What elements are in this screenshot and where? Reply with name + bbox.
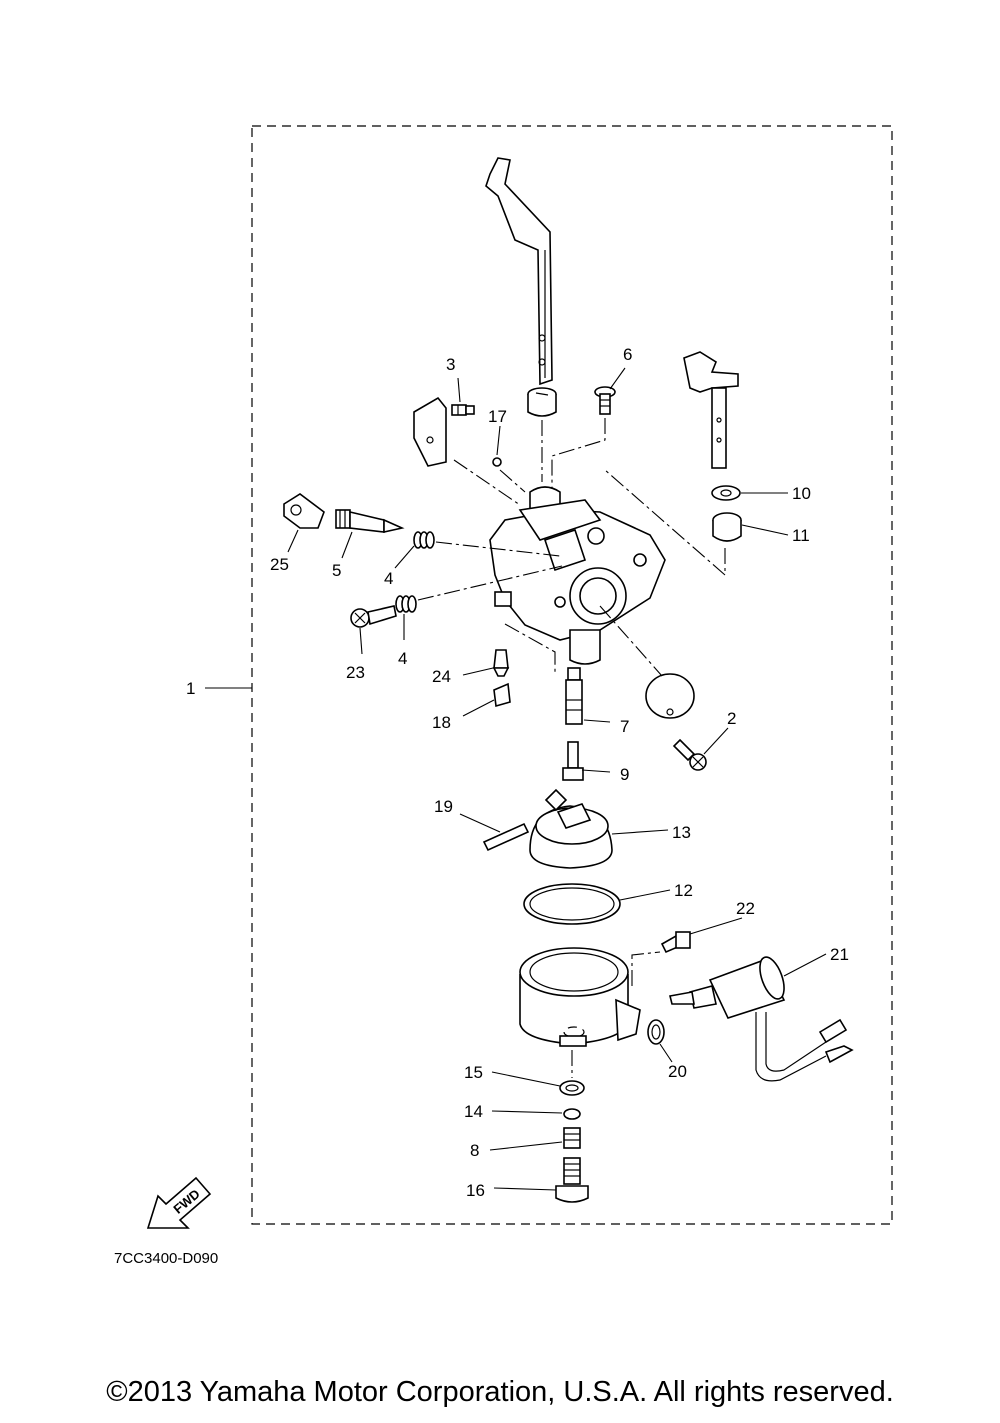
part-21-solenoid bbox=[669, 956, 854, 1082]
drawing-code: 7CC3400-D090 bbox=[114, 1250, 218, 1267]
callout-17: 17 bbox=[488, 407, 507, 426]
part-7-nozzle bbox=[565, 667, 583, 725]
part-2-throttle-plate bbox=[645, 673, 695, 719]
carburetor-body bbox=[489, 486, 666, 665]
part-20-washer bbox=[647, 1019, 665, 1045]
choke-lever bbox=[485, 157, 553, 386]
callout-4-upper: 4 bbox=[384, 569, 393, 588]
assembly-boundary bbox=[251, 125, 893, 1225]
part-10-washer bbox=[711, 485, 741, 501]
part-3-screw bbox=[451, 404, 475, 416]
part-24-jet bbox=[492, 649, 510, 677]
part-11-collar bbox=[712, 512, 742, 542]
callout-10: 10 bbox=[792, 484, 811, 503]
callout-22: 22 bbox=[736, 899, 755, 918]
part-4-spring-lower bbox=[395, 595, 417, 613]
part-8-jet bbox=[563, 1127, 581, 1149]
part-9-jet bbox=[562, 741, 584, 781]
callout-15: 15 bbox=[464, 1063, 483, 1082]
part-16-drain-bolt bbox=[555, 1157, 589, 1203]
part-2-screw bbox=[672, 738, 707, 771]
part-23-screw bbox=[350, 605, 397, 628]
callout-13: 13 bbox=[672, 823, 691, 842]
callout-4-lower: 4 bbox=[398, 649, 407, 668]
callout-23: 23 bbox=[346, 663, 365, 682]
callout-11: 11 bbox=[792, 526, 810, 545]
part-15-gasket bbox=[559, 1080, 585, 1096]
callout-25: 25 bbox=[270, 555, 289, 574]
part-25-cap bbox=[283, 493, 325, 529]
part-18-clip bbox=[493, 682, 511, 708]
callout-7: 7 bbox=[620, 717, 629, 736]
callout-19: 19 bbox=[434, 797, 453, 816]
callout-12: 12 bbox=[674, 881, 693, 900]
callout-18: 18 bbox=[432, 713, 451, 732]
callout-20: 20 bbox=[668, 1062, 687, 1081]
callout-24: 24 bbox=[432, 667, 451, 686]
choke-plug bbox=[527, 387, 557, 417]
callout-8: 8 bbox=[470, 1141, 479, 1160]
part-14-oring bbox=[563, 1108, 581, 1120]
copyright-notice: ©2013 Yamaha Motor Corporation, U.S.A. A… bbox=[106, 1376, 894, 1408]
callout-9: 9 bbox=[620, 765, 629, 784]
part-22-screw bbox=[660, 931, 691, 954]
fwd-arrow-icon: FWD bbox=[146, 1176, 212, 1229]
part-13-float bbox=[529, 788, 613, 869]
float-bowl bbox=[519, 947, 641, 1047]
callout-16: 16 bbox=[466, 1181, 485, 1200]
part-5-needle bbox=[335, 509, 405, 533]
part-6-screw bbox=[594, 386, 616, 415]
throttle-plate bbox=[413, 396, 447, 467]
callout-2: 2 bbox=[727, 709, 736, 728]
callout-21: 21 bbox=[830, 945, 849, 964]
callout-1: 1 bbox=[186, 679, 195, 698]
callout-3: 3 bbox=[446, 355, 455, 374]
part-12-gasket bbox=[523, 883, 621, 925]
part-17-ball bbox=[492, 457, 502, 467]
callout-14: 14 bbox=[464, 1102, 483, 1121]
part-19-pin bbox=[482, 822, 530, 852]
part-4-spring-upper bbox=[413, 531, 435, 549]
callout-6: 6 bbox=[623, 345, 632, 364]
callout-5: 5 bbox=[332, 561, 341, 580]
throttle-shaft bbox=[683, 351, 739, 469]
